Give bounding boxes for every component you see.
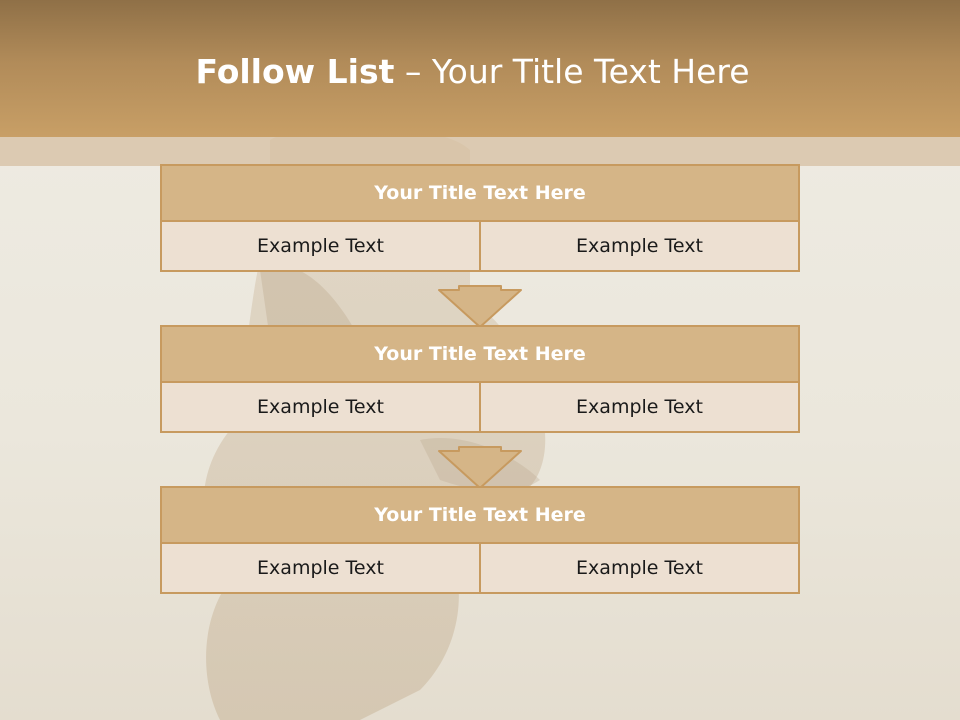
list-block-cell-right: Example Text [479,544,798,592]
list-block-1: Your Title Text Here Example Text Exampl… [160,164,800,272]
header-subband [0,137,960,166]
down-arrow-icon [438,285,522,328]
list-block-row: Example Text Example Text [162,383,798,431]
list-block-cell-left: Example Text [257,396,384,418]
down-arrow-icon [438,446,522,489]
list-block-cell-right: Example Text [479,222,798,270]
slide-title-bold: Follow List [195,52,395,91]
list-block-row: Example Text Example Text [162,222,798,270]
list-block-3: Your Title Text Here Example Text Exampl… [160,486,800,594]
slide-title: Follow List – Your Title Text Here [0,52,945,91]
list-block-2: Your Title Text Here Example Text Exampl… [160,325,800,433]
list-block-cell-right: Example Text [479,383,798,431]
list-block-title: Your Title Text Here [162,488,798,544]
list-block-cell-left: Example Text [257,557,384,579]
list-block-title: Your Title Text Here [162,327,798,383]
header-band [0,0,960,137]
list-block-title: Your Title Text Here [162,166,798,222]
slide-title-rest: – Your Title Text Here [394,52,750,91]
list-block-cell-left: Example Text [257,235,384,257]
list-block-row: Example Text Example Text [162,544,798,592]
